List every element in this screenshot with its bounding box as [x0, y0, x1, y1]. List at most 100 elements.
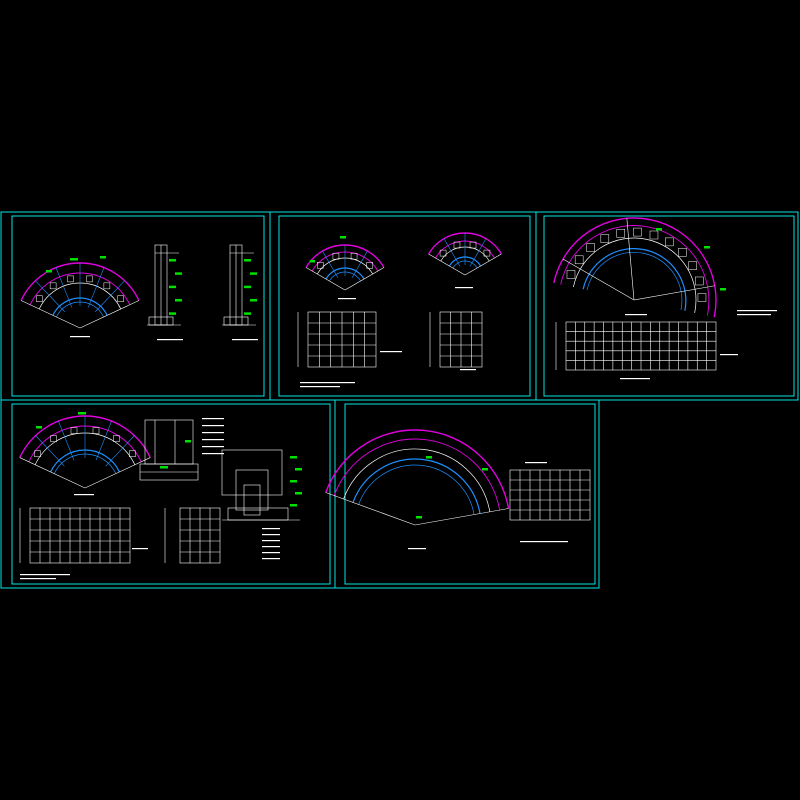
- annotation-label: [244, 259, 251, 262]
- fan-plan: [19, 415, 151, 489]
- segment-block: [34, 450, 41, 458]
- annotation-text: [157, 339, 183, 341]
- annotation-label: [704, 246, 710, 249]
- fan-plan-small-2: [428, 232, 502, 276]
- annotation-text: [202, 418, 224, 420]
- drawing-sheet-4[interactable]: [11, 403, 331, 585]
- segment-block: [688, 261, 697, 270]
- sheet-border: [278, 215, 531, 397]
- segment-block: [453, 241, 461, 249]
- annotation-text: [408, 548, 426, 550]
- annotation-text: [20, 574, 70, 576]
- annotation-text: [202, 439, 224, 441]
- annotation-label: [340, 236, 346, 239]
- annotation-label: [482, 468, 488, 471]
- annotation-label: [244, 312, 251, 315]
- annotation-text: [620, 378, 650, 380]
- segment-block: [695, 276, 704, 286]
- annotation-text: [262, 534, 280, 536]
- annotation-label: [295, 492, 302, 495]
- sheet-border: [11, 215, 265, 397]
- annotation-text: [262, 528, 280, 530]
- fan-plan: [20, 262, 140, 329]
- segment-block: [332, 252, 340, 260]
- sheet-border: [543, 215, 795, 397]
- segment-block: [566, 270, 576, 279]
- annotation-label: [78, 412, 86, 415]
- segment-block: [586, 243, 595, 252]
- grid-elevation-1: [29, 507, 131, 564]
- annotation-text: [202, 432, 224, 434]
- annotation-label: [46, 270, 52, 273]
- annotation-label: [290, 480, 297, 483]
- annotation-text: [70, 336, 90, 338]
- segment-block: [67, 275, 74, 283]
- segment-block: [36, 295, 43, 302]
- segment-block: [317, 262, 324, 269]
- segment-block: [633, 227, 642, 237]
- annotation-label: [290, 504, 297, 507]
- annotation-text: [720, 354, 738, 356]
- annotation-text: [132, 548, 148, 550]
- annotation-text: [625, 314, 647, 316]
- segment-block: [86, 275, 93, 283]
- drawing-sheet-1[interactable]: [11, 215, 265, 397]
- segment-block: [113, 435, 120, 442]
- annotation-label: [656, 228, 662, 231]
- annotation-text: [262, 540, 280, 542]
- drawing-sheet-5[interactable]: [325, 403, 596, 585]
- annotation-text: [300, 386, 340, 388]
- annotation-text: [202, 446, 224, 448]
- annotation-text: [262, 546, 280, 548]
- layout-frames: [0, 211, 799, 589]
- annotation-text: [520, 541, 568, 543]
- annotation-label: [175, 299, 182, 302]
- annotation-label: [169, 285, 176, 289]
- segment-block: [50, 435, 57, 442]
- annotation-text: [202, 453, 224, 455]
- annotation-text: [455, 287, 473, 289]
- segment-block: [665, 237, 674, 247]
- annotation-text: [262, 558, 280, 560]
- annotation-label: [169, 312, 176, 315]
- annotation-label: [70, 258, 78, 261]
- annotation-label: [416, 516, 422, 519]
- segment-block: [483, 249, 491, 257]
- segment-block: [70, 427, 78, 434]
- annotation-text: [74, 494, 94, 496]
- annotation-label: [250, 299, 257, 302]
- wall-section-1: [147, 244, 183, 341]
- segment-block: [129, 450, 136, 458]
- segment-block: [678, 248, 687, 257]
- ring-plan: [325, 429, 510, 550]
- annotation-label: [310, 260, 315, 263]
- fan-plan-small-1: [305, 244, 385, 291]
- segment-block: [574, 255, 584, 265]
- segment-block: [366, 262, 373, 269]
- annotation-text: [300, 382, 355, 384]
- segment-block: [469, 241, 477, 249]
- segment-block: [600, 234, 610, 243]
- segment-block: [649, 230, 659, 240]
- annotation-label: [426, 456, 432, 459]
- annotation-label: [295, 468, 302, 471]
- annotation-label: [160, 466, 168, 469]
- segment-block: [103, 282, 111, 290]
- annotation-label: [100, 256, 106, 259]
- drawing-sheet-3[interactable]: [543, 215, 795, 397]
- drawing-sheet-2[interactable]: [278, 215, 531, 397]
- annotation-text: [262, 552, 280, 554]
- annotation-label: [36, 426, 42, 429]
- annotation-label: [175, 272, 182, 275]
- grid-elevation-2: [179, 507, 221, 564]
- annotation-text: [737, 314, 771, 316]
- segment-block: [697, 293, 707, 302]
- sheet-border: [344, 403, 596, 585]
- segment-block: [49, 282, 57, 290]
- wall-section-2: [222, 244, 258, 341]
- grid-elevation-2: [439, 311, 483, 368]
- annotation-label: [250, 272, 257, 275]
- annotation-label: [185, 440, 191, 443]
- half-ring-plan: [553, 217, 726, 318]
